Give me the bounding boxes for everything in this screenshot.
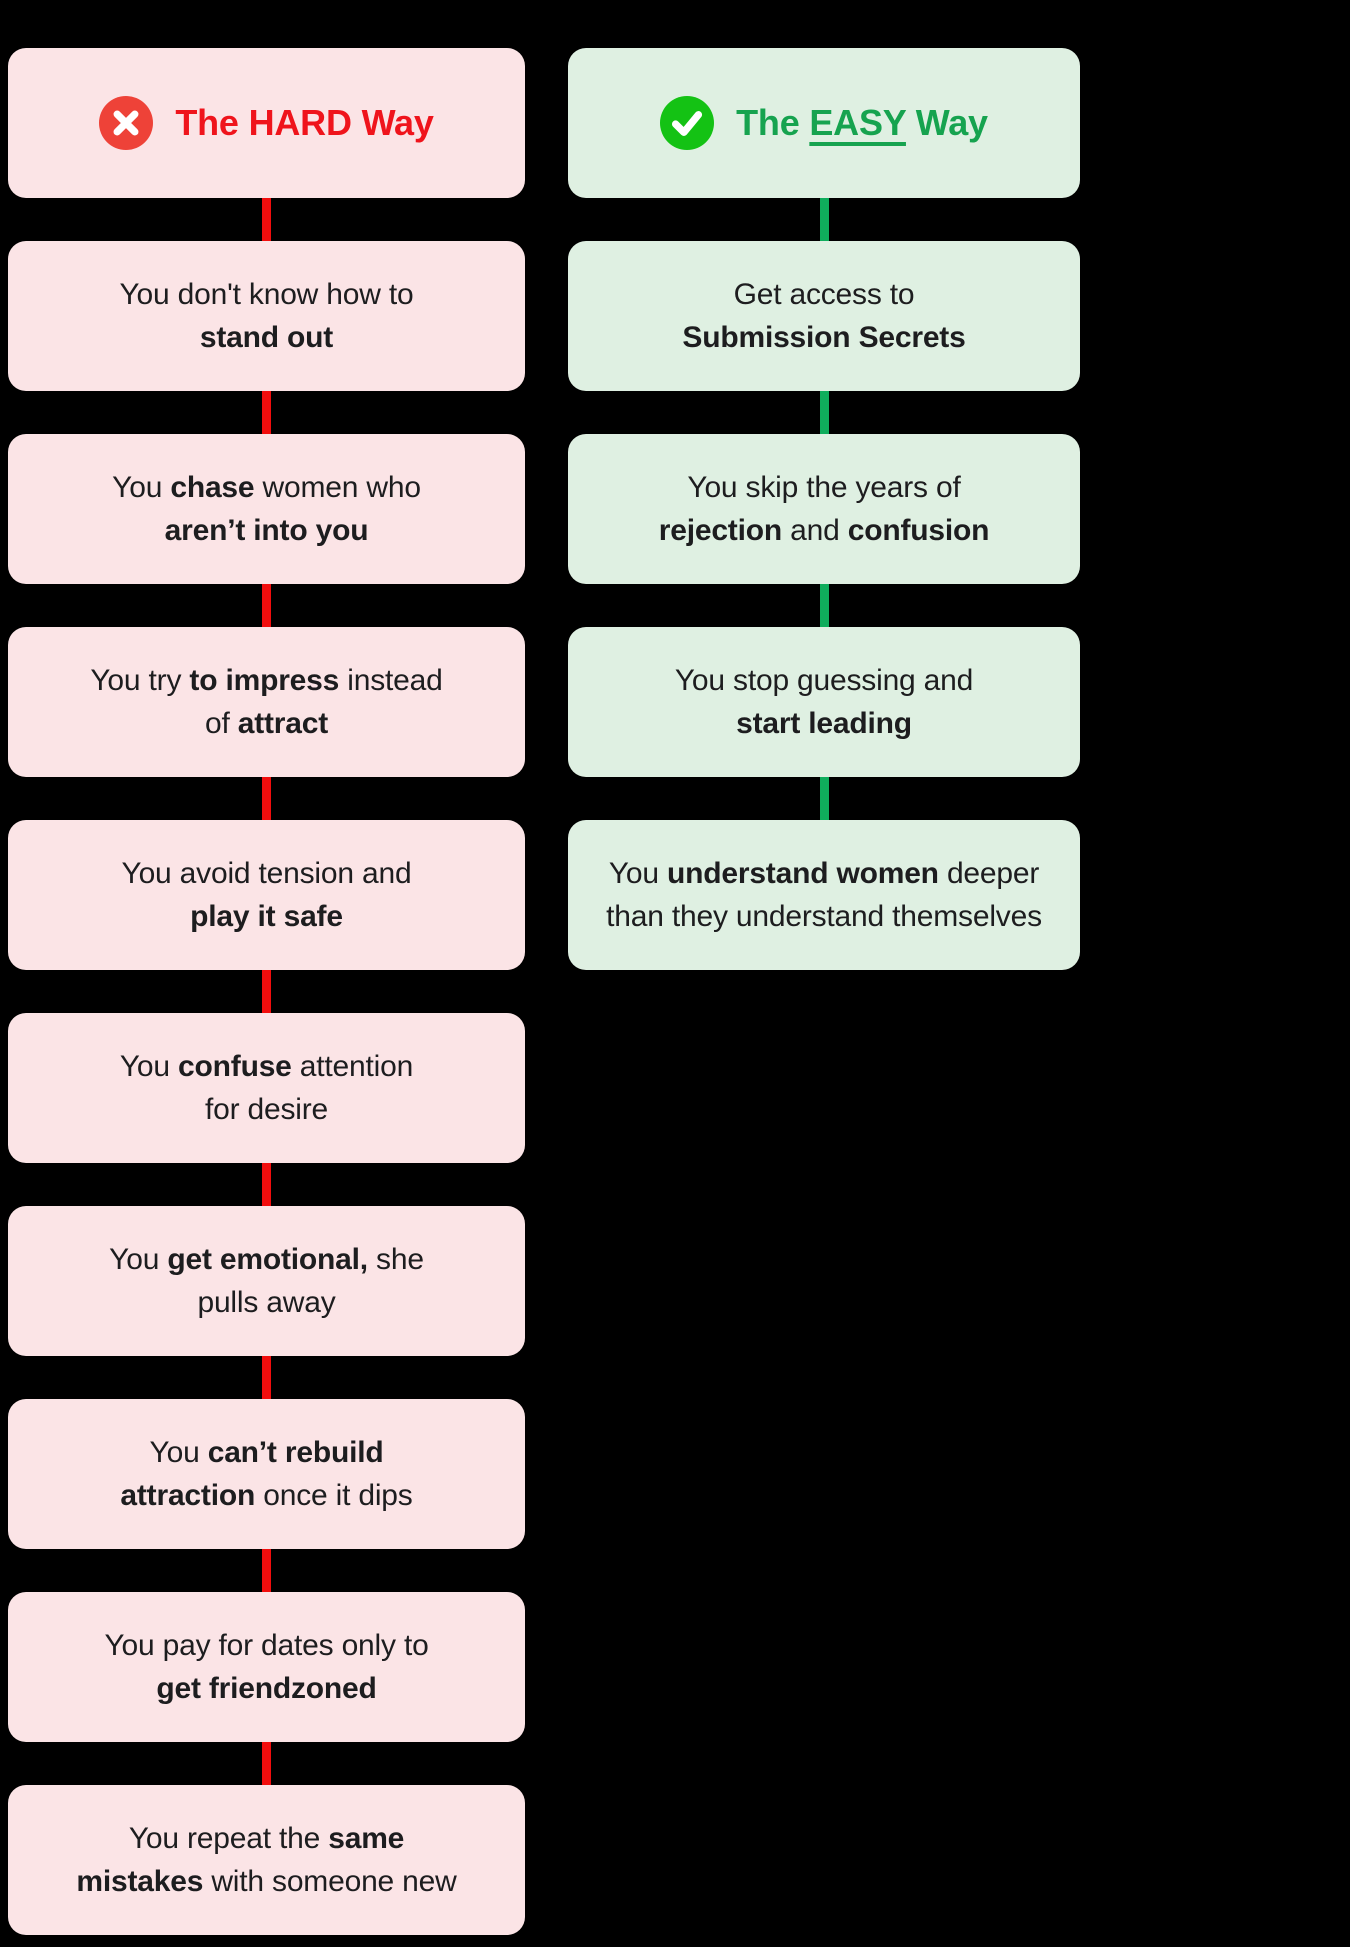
box-text-line: for desire (204, 1093, 329, 1126)
box-text-line: You confuse attention (119, 1050, 414, 1083)
connector-line (262, 1549, 271, 1592)
easy-way-column: The EASY Way Get access to Submission Sec… (568, 48, 1080, 970)
box-text-line: You get emotional, she (109, 1243, 424, 1276)
flow-box: You can’t rebuild attraction once it dips (8, 1399, 525, 1549)
box-text-line: start leading (736, 707, 912, 740)
connector-line (262, 391, 271, 434)
flow-box: You understand women deeper than they und… (568, 820, 1080, 970)
box-text-line: Submission Secrets (682, 321, 966, 354)
box-text-line: You understand women deeper (608, 857, 1040, 890)
box-text-line: You can’t rebuild (149, 1436, 384, 1469)
box-text-line: You try to impress instead (90, 664, 443, 697)
box-text-line: than they understand themselves (606, 900, 1042, 933)
flow-box: You repeat the same mistakes with someone… (8, 1785, 525, 1935)
box-text-line: aren’t into you (164, 514, 369, 547)
connector-line (819, 391, 829, 434)
box-text-line: play it safe (190, 900, 343, 933)
flow-box: You skip the years of rejection and confu… (568, 434, 1080, 584)
flow-box: You avoid tension and play it safe (8, 820, 525, 970)
flow-box: You try to impress instead of attract (8, 627, 525, 777)
connector-line (819, 198, 829, 241)
box-text-line: You don't know how to (119, 278, 414, 311)
flow-box: You stop guessing and start leading (568, 627, 1080, 777)
easy-way-header: The EASY Way (568, 48, 1080, 198)
flow-box: Get access to Submission Secrets (568, 241, 1080, 391)
check-circle-icon (660, 96, 715, 150)
box-text-line: rejection and confusion (658, 514, 990, 547)
box-text-line: You chase women who (112, 471, 421, 504)
box-text-line: You pay for dates only to (104, 1629, 429, 1662)
box-text-line: get friendzoned (156, 1672, 377, 1705)
hard-way-title: The HARD Way (175, 102, 434, 143)
flow-box: You confuse attention for desire (8, 1013, 525, 1163)
box-text-line: stand out (199, 321, 334, 354)
box-text-line: You repeat the same (128, 1822, 405, 1855)
box-text-line: You stop guessing and (674, 664, 974, 697)
connector-line (262, 777, 271, 820)
box-text-line: mistakes with someone new (76, 1865, 457, 1898)
flow-box: You don't know how to stand out (8, 241, 525, 391)
box-text-line: of attract (204, 707, 329, 740)
hard-way-column: The HARD Way You don't know how to stand … (8, 48, 525, 1935)
flow-box: You chase women who aren’t into you (8, 434, 525, 584)
connector-line (819, 584, 829, 627)
connector-line (262, 584, 271, 627)
box-text-line: attraction once it dips (120, 1479, 413, 1512)
box-text-line: You skip the years of (687, 471, 961, 504)
easy-way-title: The EASY Way (736, 102, 988, 143)
connector-line (262, 970, 271, 1013)
connector-line (819, 777, 829, 820)
flow-box: You pay for dates only to get friendzoned (8, 1592, 525, 1742)
x-circle-icon (99, 96, 154, 150)
connector-line (262, 1356, 271, 1399)
connector-line (262, 1742, 271, 1785)
connector-line (262, 198, 271, 241)
flow-box: You get emotional, she pulls away (8, 1206, 525, 1356)
connector-line (262, 1163, 271, 1206)
box-text-line: pulls away (197, 1286, 336, 1319)
hard-way-header: The HARD Way (8, 48, 525, 198)
box-text-line: Get access to (733, 278, 915, 311)
box-text-line: You avoid tension and (121, 857, 412, 890)
